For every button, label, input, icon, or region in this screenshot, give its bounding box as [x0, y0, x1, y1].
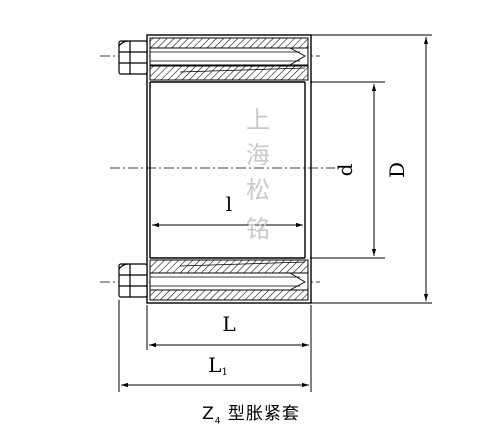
sleeve-body: [146, 34, 312, 304]
drawing-caption: Z4 型胀紧套: [0, 399, 502, 426]
bottom-section: [149, 259, 309, 301]
extension-lines: [118, 34, 432, 392]
watermark-char: 铭: [246, 215, 270, 243]
dim-D-label: D: [385, 162, 409, 178]
top-section: [149, 37, 309, 81]
watermark-char: 海: [246, 141, 270, 169]
dim-l-label: l: [226, 192, 232, 216]
dimension-lines: [121, 37, 429, 388]
dim-L-label: L: [222, 312, 235, 336]
dim-d-label: d: [333, 163, 357, 176]
watermark-char: 上: [246, 106, 270, 134]
bolt-head-top: [118, 40, 148, 75]
bolt-head-bottom: [118, 263, 148, 298]
caption-prefix: Z: [202, 404, 215, 424]
caption-text: 型胀紧套: [227, 404, 300, 424]
caption-subscript: 4: [214, 416, 222, 427]
watermark-char: 松: [246, 176, 270, 204]
watermark: 上 海 松 铭: [246, 106, 270, 243]
center-lines: [100, 55, 335, 283]
dim-L1-label: L1: [208, 353, 228, 378]
